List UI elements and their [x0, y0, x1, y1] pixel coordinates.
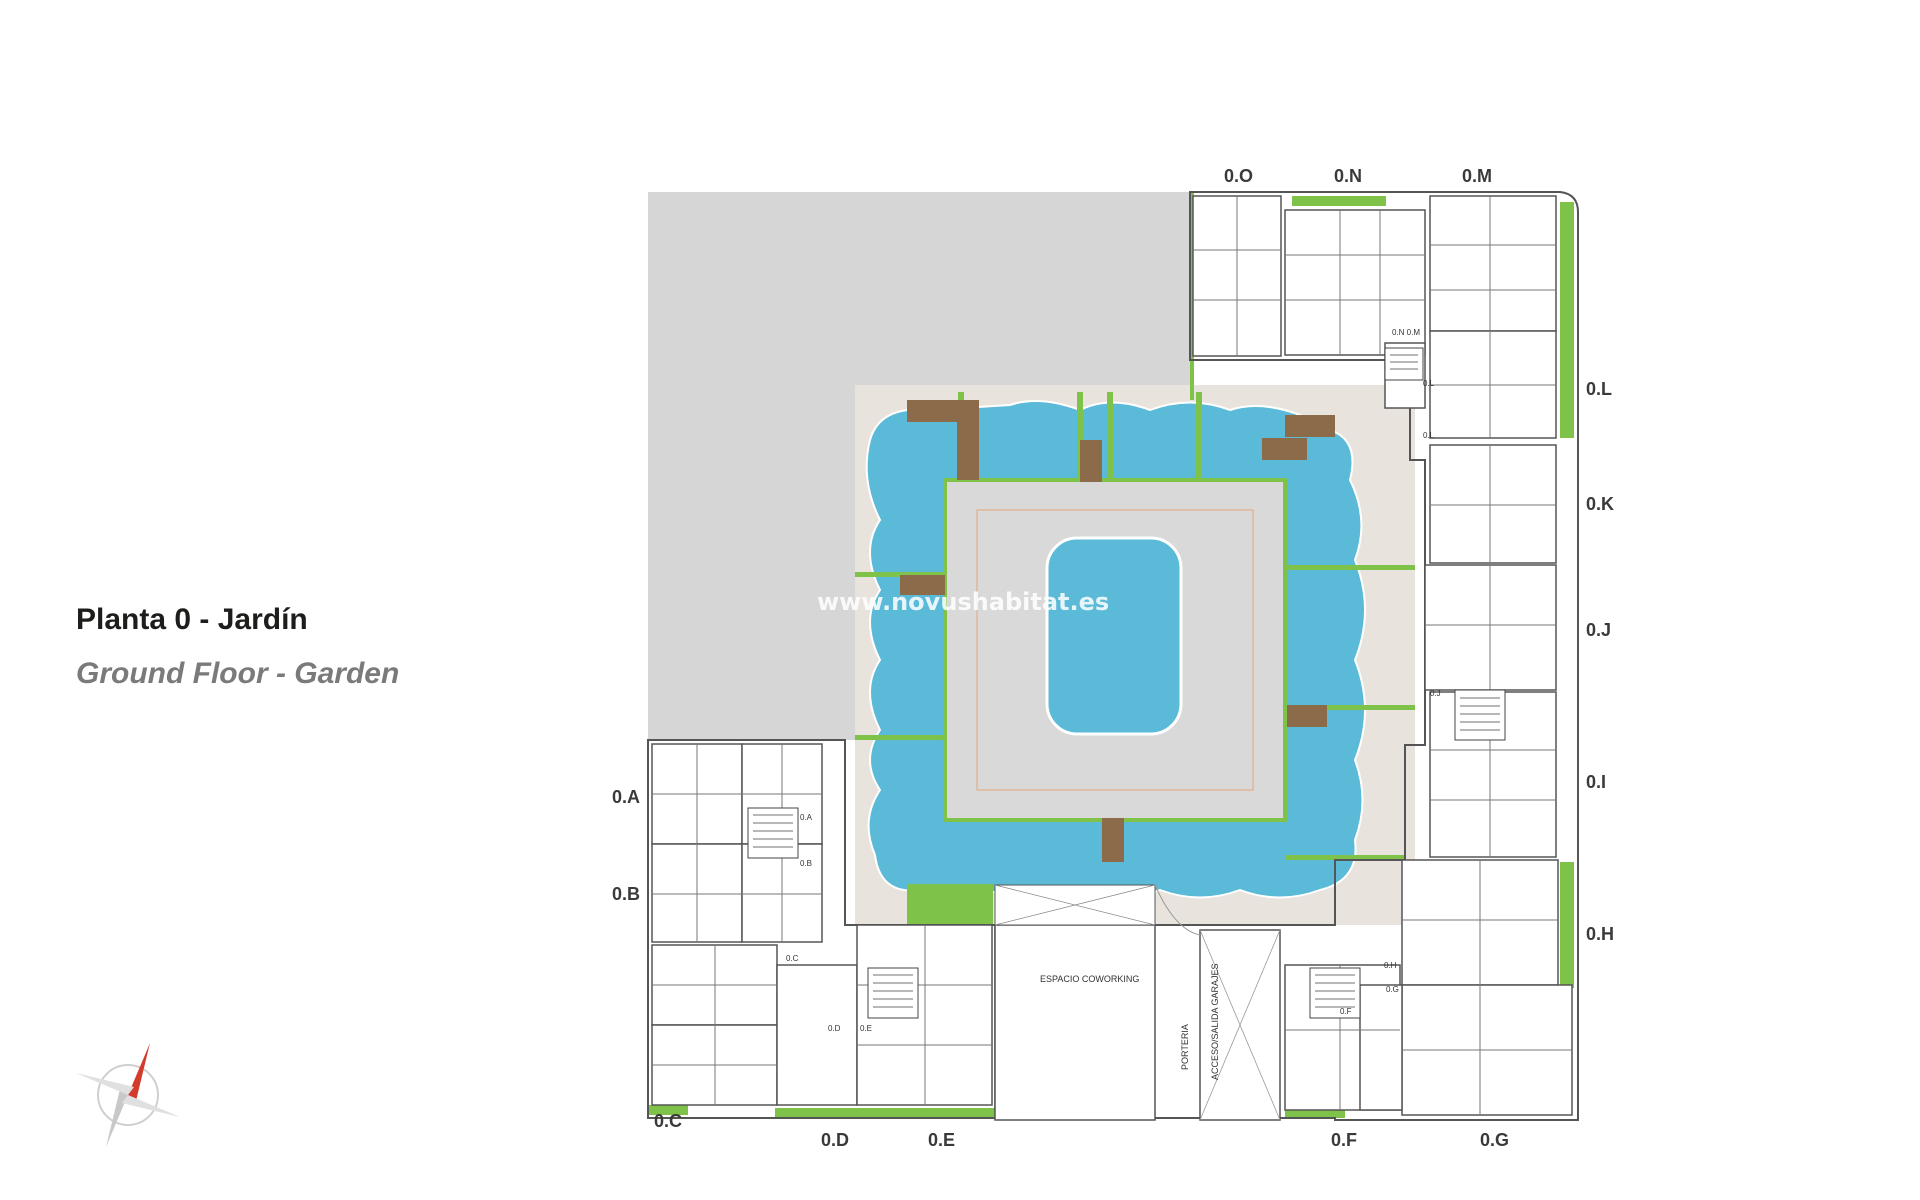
canopy-cross [994, 884, 1156, 926]
unit-label-0-k: 0.K [1586, 494, 1614, 514]
unit-label-0-g: 0.G [1480, 1130, 1509, 1150]
unit-label-0-e: 0.E [928, 1130, 955, 1150]
tag-0-l: 0.L [1423, 379, 1435, 388]
unit-label-0-n: 0.N [1334, 166, 1362, 186]
unit-label-0-l: 0.L [1586, 379, 1612, 399]
ramp-cross [1199, 929, 1281, 1121]
tag-0-f: 0.F [1340, 1007, 1352, 1016]
page-title: Planta 0 - Jardín [76, 603, 308, 636]
garage-label: ACCESO/SALIDA GARAJES [1210, 963, 1220, 1080]
unit-label-0-f: 0.F [1331, 1130, 1357, 1150]
right-apartments [1401, 444, 1573, 1116]
porteria-label: PORTERIA [1180, 1024, 1190, 1070]
tag-0-l-lower: 0.L [1423, 431, 1435, 440]
building-outline [647, 191, 1579, 1121]
plaza-border [976, 509, 1254, 791]
tag-0-b: 0.B [800, 859, 812, 868]
wood-decks [900, 400, 1335, 862]
central-pool [1045, 536, 1183, 736]
tag-0-j: 0.J [1430, 689, 1441, 698]
compass-icon [76, 1043, 180, 1147]
watermark-text: www.novushabitat.es [817, 588, 1109, 616]
left-apartments [651, 743, 858, 1106]
unit-label-0-o: 0.O [1224, 166, 1253, 186]
unit-label-0-b: 0.B [612, 884, 640, 904]
entry-path [1154, 884, 1201, 936]
tag-0-e: 0.E [860, 1024, 872, 1033]
stair-treads [753, 354, 1500, 1071]
unit-label-0-h: 0.H [1586, 924, 1614, 944]
tag-0-g: 0.G [1386, 985, 1399, 994]
tag-0-c: 0.C [786, 954, 799, 963]
tag-0-n-m: 0.N 0.M [1392, 328, 1420, 337]
garden-strips [648, 192, 1574, 1118]
unit-label-0-a: 0.A [612, 787, 640, 807]
coworking-label: ESPACIO COWORKING [1040, 974, 1139, 984]
unit-label-0-c: 0.C [654, 1111, 682, 1131]
unit-label-0-j: 0.J [1586, 620, 1611, 640]
unit-label-0-m: 0.M [1462, 166, 1492, 186]
coworking-room [994, 924, 1156, 1121]
tag-0-a: 0.A [800, 813, 813, 822]
page-subtitle: Ground Floor - Garden [76, 657, 400, 690]
tag-0-h: 0.H [1384, 961, 1397, 970]
unit-label-0-d: 0.D [821, 1130, 849, 1150]
unit-label-0-i: 0.I [1586, 772, 1606, 792]
tag-0-d: 0.D [828, 1024, 841, 1033]
